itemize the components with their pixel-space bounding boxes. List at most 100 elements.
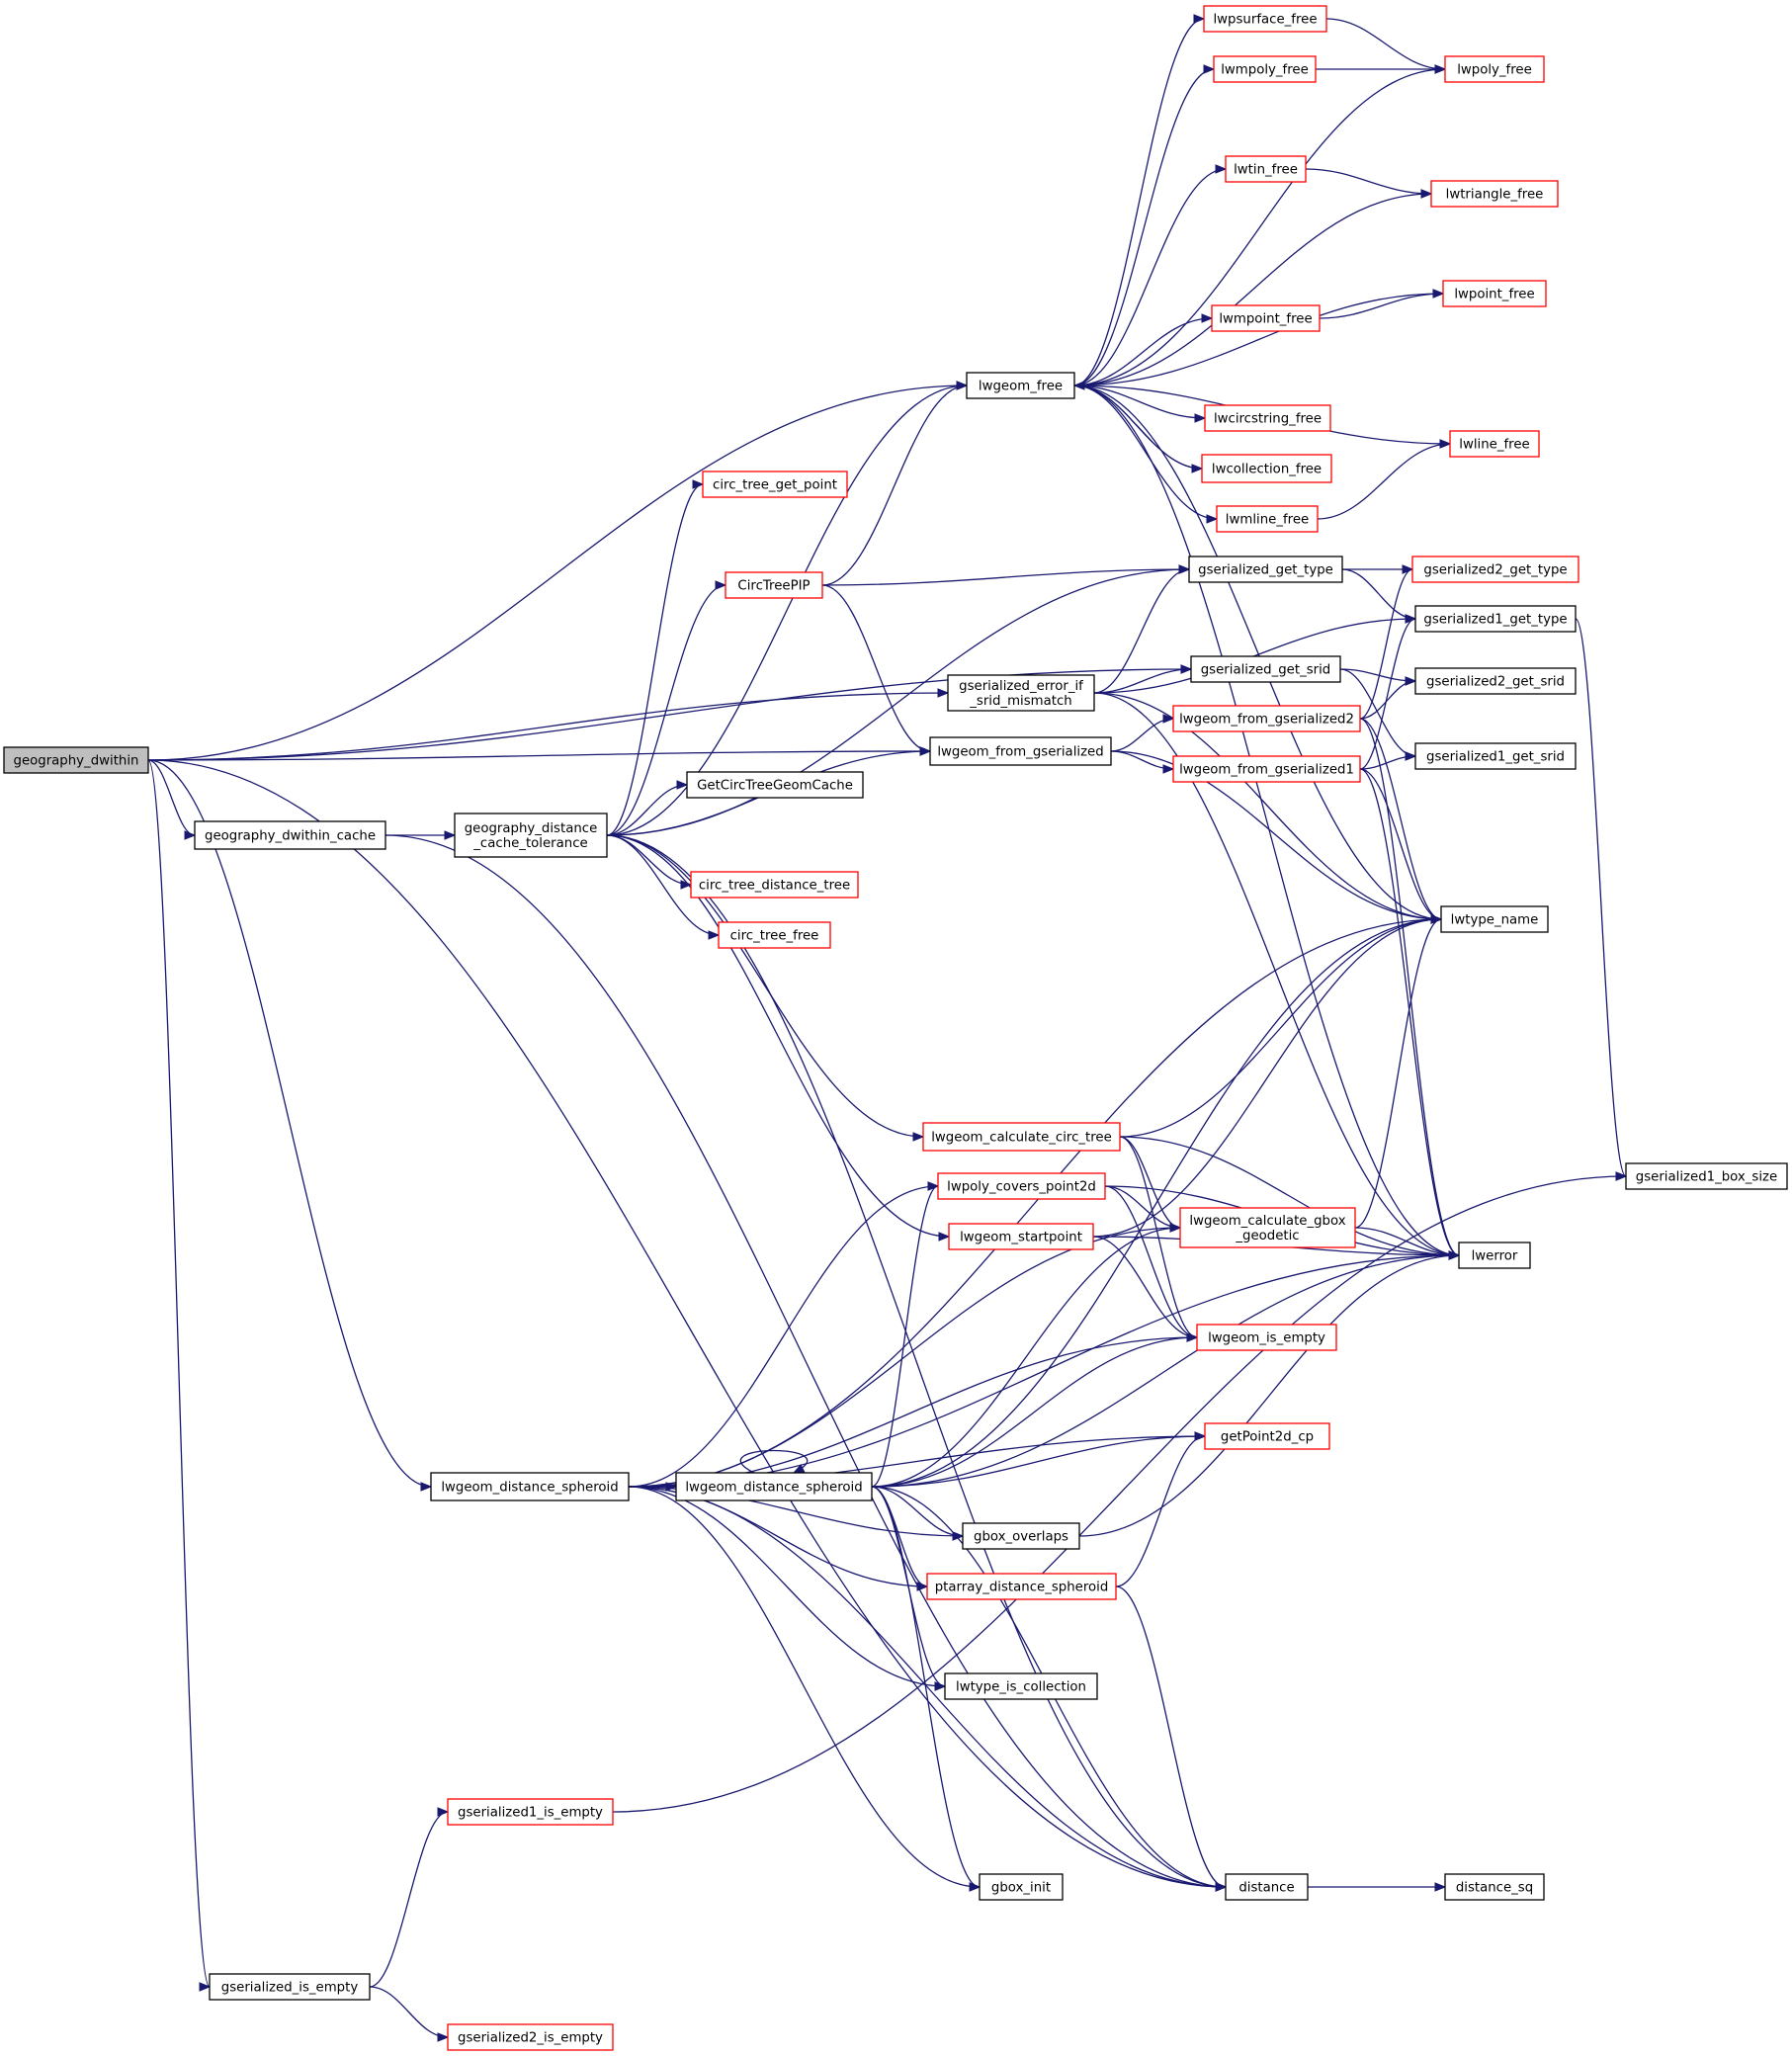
node-label: lwline_free (1459, 438, 1529, 453)
edge-line (1354, 918, 1442, 1229)
node-lwpoly-free[interactable]: lwpoly_free (1444, 55, 1545, 83)
edge-arrowhead (1186, 1332, 1199, 1342)
edge-line (1305, 168, 1432, 195)
node-gbox-overlaps[interactable]: gbox_overlaps (962, 1522, 1080, 1550)
node-lwmline-free[interactable]: lwmline_free (1216, 505, 1319, 533)
node-lwmpoly-free[interactable]: lwmpoly_free (1213, 55, 1317, 83)
edge-arrowhead (420, 1482, 433, 1492)
node-lwcircstring-free[interactable]: lwcircstring_free (1204, 404, 1331, 432)
node-label: _geodetic (1235, 1229, 1299, 1243)
edge-arrowhead (1402, 564, 1414, 574)
node-geography-dwithin[interactable]: geography_dwithin (3, 746, 149, 774)
node-gserialized-get-srid[interactable]: gserialized_get_srid (1190, 655, 1341, 683)
node-circ-tree-distance-tree[interactable]: circ_tree_distance_tree (690, 871, 859, 899)
edge-lwcollection-free-to-lwgeom-free (1072, 381, 1203, 470)
edge-geography-dwithin-to-distance (147, 759, 1228, 1892)
edge-lwgeom-distance-spheroid-1-to-lwerror (628, 1250, 1461, 1488)
node-lwtype-is-collection[interactable]: lwtype_is_collection (944, 1672, 1098, 1700)
edge-gserialized1-get-type-to-gserialized1-box-size (1575, 618, 1628, 1181)
node-lwmpoint-free[interactable]: lwmpoint_free (1211, 304, 1321, 332)
node-gbox-init[interactable]: gbox_init (979, 1873, 1064, 1901)
node-label: lwcollection_free (1212, 463, 1322, 477)
node-gserialized-get-type[interactable]: gserialized_get_type (1188, 556, 1343, 583)
node-label: gserialized2_is_empty (458, 2031, 603, 2046)
edge-line (1073, 385, 1218, 520)
node-label: lwtriangle_free (1446, 188, 1544, 203)
edge-lwgeom-from-gserialized1-to-gserialized1-get-type (1359, 614, 1417, 770)
node-lwtype-name[interactable]: lwtype_name (1440, 905, 1549, 933)
node-label: lwmpoly_free (1221, 63, 1309, 78)
edge-arrowhead (1162, 764, 1175, 774)
node-label: distance (1238, 1881, 1294, 1896)
node-distance[interactable]: distance (1225, 1873, 1309, 1901)
edge-geography-distance-cache-tolerance-to-lwgeom-free (606, 381, 969, 836)
node-gserialized1-get-type[interactable]: gserialized1_get_type (1414, 605, 1577, 633)
node-ptarray-distance-spheroid[interactable]: ptarray_distance_spheroid (926, 1573, 1117, 1600)
node-lwgeom-from-gserialized1[interactable]: lwgeom_from_gserialized1 (1172, 755, 1361, 783)
node-circ-tree-free[interactable]: circ_tree_free (718, 921, 831, 949)
node-lwerror[interactable]: lwerror (1458, 1242, 1531, 1269)
node-lwpoint-free[interactable]: lwpoint_free (1442, 280, 1547, 307)
node-lwgeom-startpoint[interactable]: lwgeom_startpoint (948, 1223, 1094, 1250)
edge-line (147, 692, 949, 761)
edge-arrowhead (1405, 751, 1417, 761)
node-label: lwgeom_startpoint (960, 1231, 1082, 1245)
edge-line (1359, 568, 1413, 720)
edge-line (1354, 1227, 1460, 1256)
node-GetCircTreeGeomCache[interactable]: GetCircTreeGeomCache (686, 771, 864, 799)
node-gserialized1-box-size[interactable]: gserialized1_box_size (1625, 1162, 1788, 1190)
node-label: gbox_init (991, 1881, 1051, 1896)
node-box (1204, 404, 1331, 432)
edge-distance-to-distance-sq (1307, 1882, 1447, 1892)
node-lwpoly-covers-point2d[interactable]: lwpoly_covers_point2d (937, 1172, 1106, 1200)
node-CircTreePIP[interactable]: CircTreePIP (725, 571, 823, 599)
node-box (430, 1472, 630, 1501)
node-lwpsurface-free[interactable]: lwpsurface_free (1203, 5, 1327, 33)
edge-line (1073, 293, 1444, 386)
node-gserialized-error-if-srid-mismatch[interactable]: gserialized_error_if_srid_mismatch (947, 674, 1095, 712)
edge-lwgeom-distance-spheroid-1-to-lwgeom-is-empty (628, 1332, 1199, 1488)
edge-lwmline-free-to-lwline-free (1317, 439, 1452, 520)
node-circ-tree-get-point[interactable]: circ_tree_get_point (702, 471, 848, 498)
node-lwgeom-is-empty[interactable]: lwgeom_is_empty (1196, 1324, 1337, 1351)
node-label: lwerror (1472, 1249, 1518, 1264)
node-lwgeom-free[interactable]: lwgeom_free (966, 372, 1075, 399)
edge-line (1073, 18, 1205, 386)
edge-arrowhead (912, 1132, 925, 1142)
edge-lwgeom-distance-spheroid-1-to-lwtype-name (628, 914, 1443, 1488)
node-lwgeom-distance-spheroid-1[interactable]: lwgeom_distance_spheroid (430, 1472, 630, 1501)
node-geography-distance-cache-tolerance[interactable]: geography_distance_cache_tolerance (454, 813, 608, 858)
edge-lwgeom-distance-spheroid-1-to-lwpoly-covers-point2d (628, 1181, 940, 1488)
node-distance-sq[interactable]: distance_sq (1444, 1873, 1545, 1901)
node-gserialized2-get-srid[interactable]: gserialized2_get_srid (1414, 667, 1577, 695)
node-lwgeom-from-gserialized2[interactable]: lwgeom_from_gserialized2 (1172, 705, 1361, 732)
edge-arrowhead (715, 580, 727, 590)
node-lwcollection-free[interactable]: lwcollection_free (1201, 454, 1332, 483)
edge-lwmpoint-free-to-lwpoint-free (1319, 289, 1445, 319)
node-gserialized1-get-srid[interactable]: gserialized1_get_srid (1414, 742, 1577, 770)
node-label: gserialized1_get_type (1423, 613, 1567, 628)
node-lwtin-free[interactable]: lwtin_free (1225, 155, 1307, 183)
node-lwtriangle-free[interactable]: lwtriangle_free (1430, 180, 1559, 208)
edge-lwgeom-from-gserialized2-to-lwerror (1359, 718, 1461, 1260)
node-label: _cache_tolerance (472, 836, 587, 851)
edge-lwgeom-distance-spheroid-2-to-lwpoly-covers-point2d (871, 1181, 940, 1488)
node-lwline-free[interactable]: lwline_free (1449, 430, 1540, 458)
edge-line (1073, 168, 1227, 386)
node-gserialized2-get-type[interactable]: gserialized2_get_type (1411, 556, 1579, 583)
edge-arrowhead (1206, 514, 1219, 524)
node-lwgeom-calculate-gbox-geodetic[interactable]: lwgeom_calculate_gbox_geodetic (1179, 1207, 1356, 1248)
node-lwgeom-distance-spheroid-2[interactable]: lwgeom_distance_spheroid (675, 1472, 873, 1501)
node-box (1625, 1162, 1788, 1190)
node-box (948, 1223, 1094, 1250)
node-gserialized-is-empty[interactable]: gserialized_is_empty (209, 1973, 371, 2001)
edge-line (1110, 750, 1442, 920)
node-lwgeom-calculate-circ-tree[interactable]: lwgeom_calculate_circ_tree (922, 1122, 1121, 1152)
node-lwgeom-from-gserialized[interactable]: lwgeom_from_gserialized (929, 736, 1112, 766)
node-getPoint2d-cp[interactable]: getPoint2d_cp (1204, 1422, 1330, 1450)
node-label: ptarray_distance_spheroid (935, 1581, 1109, 1595)
edge-line (821, 568, 1190, 586)
node-geography-dwithin-cache[interactable]: geography_dwithin_cache (194, 820, 386, 850)
node-gserialized2-is-empty[interactable]: gserialized2_is_empty (447, 2023, 614, 2051)
node-gserialized1-is-empty[interactable]: gserialized1_is_empty (447, 1798, 614, 1826)
